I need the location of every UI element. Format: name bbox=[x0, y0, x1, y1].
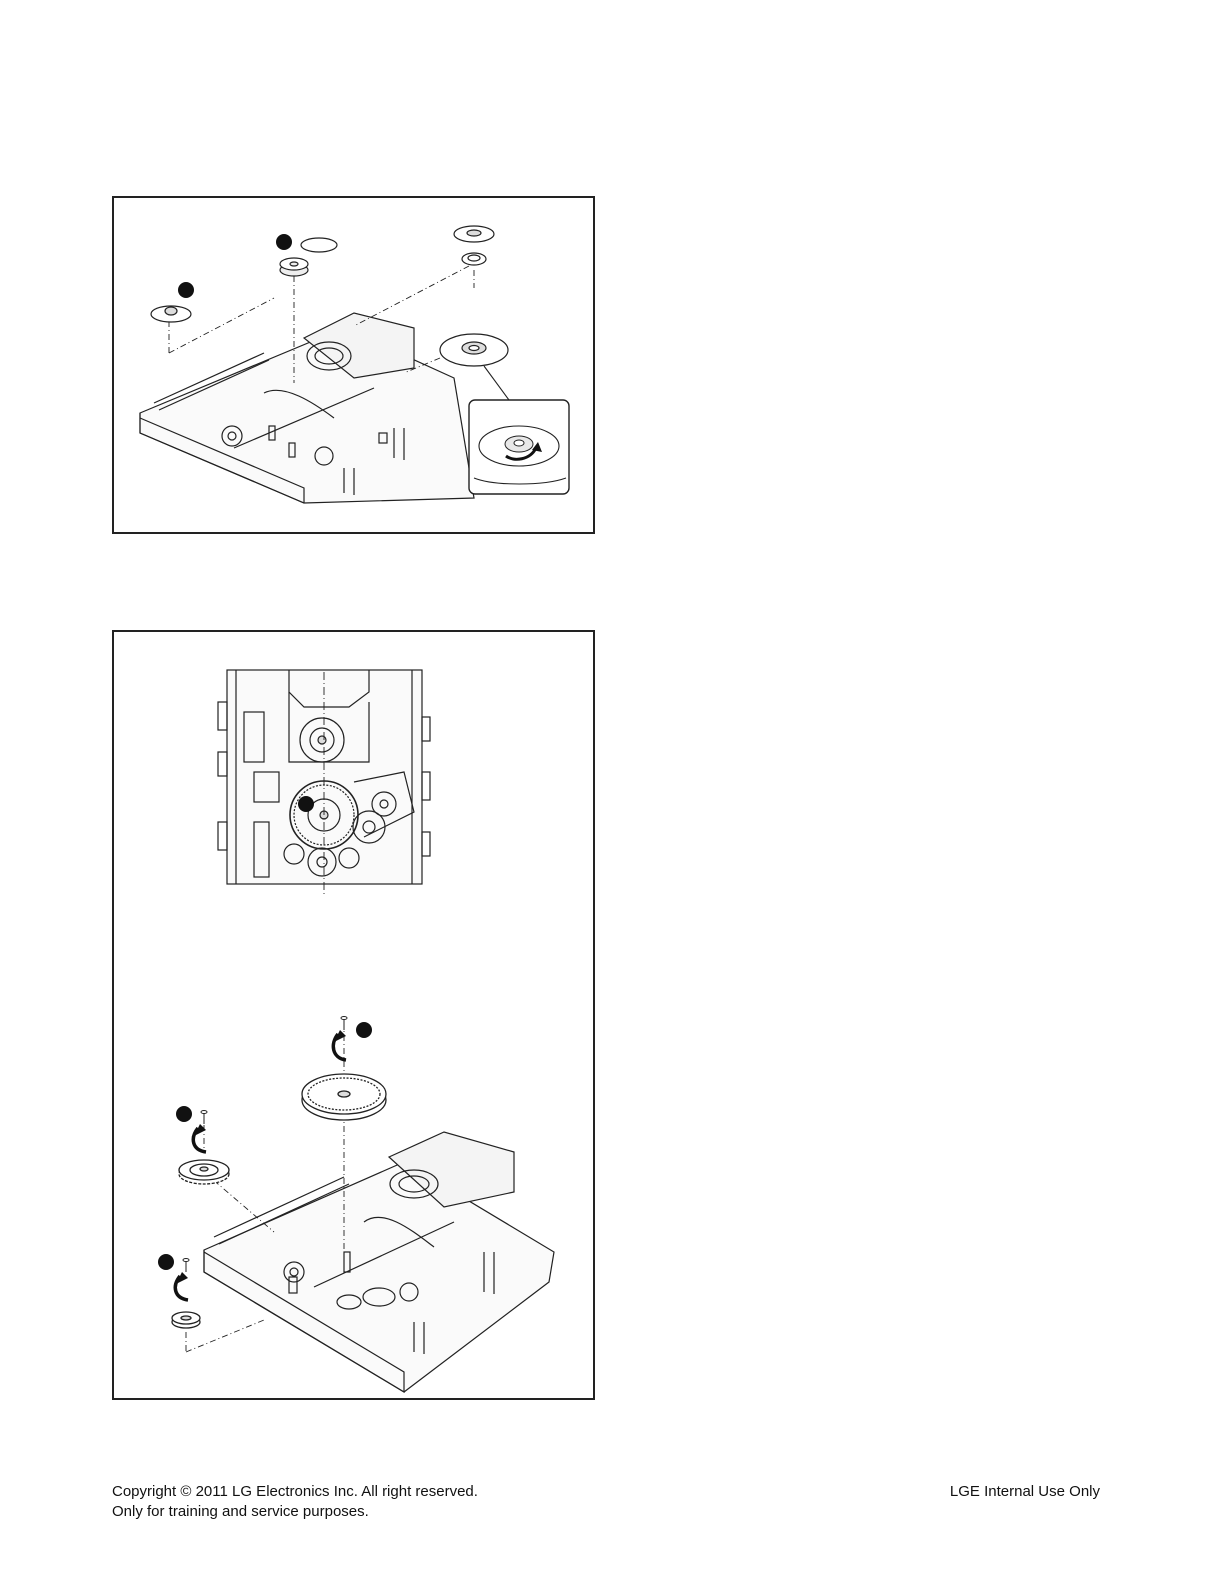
gear-removal-drawing bbox=[114, 632, 597, 1402]
footer-internal-block: LGE Internal Use Only bbox=[950, 1482, 1100, 1502]
gear-icon bbox=[172, 1312, 200, 1328]
figure-gear-removal bbox=[112, 630, 595, 1400]
gear-icon bbox=[280, 258, 308, 276]
copyright-text: Copyright © 2011 LG Electronics Inc. All… bbox=[112, 1482, 478, 1502]
turntable-icon bbox=[440, 334, 508, 366]
top-view-mechanism bbox=[218, 670, 430, 894]
callout-marker bbox=[158, 1254, 174, 1270]
callout-marker bbox=[356, 1022, 372, 1038]
gear-icon bbox=[151, 306, 191, 322]
figure-exploded-tray bbox=[112, 196, 595, 534]
callout-marker bbox=[176, 1106, 192, 1122]
exploded-gear-view bbox=[204, 1132, 554, 1392]
callout-marker bbox=[276, 234, 292, 250]
gear-icon bbox=[302, 1074, 386, 1120]
gear-icon bbox=[179, 1160, 229, 1184]
internal-use-text: LGE Internal Use Only bbox=[950, 1482, 1100, 1502]
footer-copyright-block: Copyright © 2011 LG Electronics Inc. All… bbox=[112, 1482, 478, 1522]
exploded-tray-drawing bbox=[114, 198, 597, 536]
screw-icon bbox=[183, 1259, 189, 1273]
screw-icon bbox=[341, 1017, 347, 1031]
rotate-arrow-icon bbox=[175, 1272, 188, 1300]
callout-marker bbox=[178, 282, 194, 298]
purpose-text: Only for training and service purposes. bbox=[112, 1502, 478, 1522]
belt-ring-icon bbox=[301, 238, 337, 252]
screw-icon bbox=[201, 1111, 207, 1125]
detail-inset bbox=[469, 400, 569, 494]
disc-clamp-icon bbox=[454, 226, 494, 265]
callout-marker bbox=[298, 796, 314, 812]
